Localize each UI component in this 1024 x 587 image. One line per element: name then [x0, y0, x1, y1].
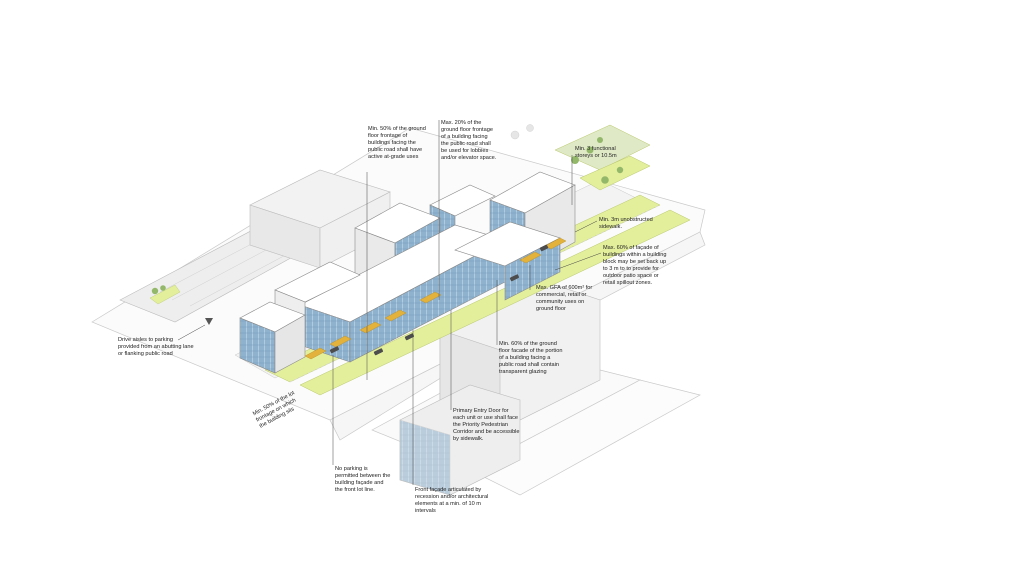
- annotation-setback: Max. 60% of façade of buildings within a…: [603, 245, 667, 286]
- leader-lines: [177, 120, 602, 485]
- annotation-gfa: Max. GFA of 600m² for commercial, retail…: [536, 285, 593, 312]
- annotation-no-parking: No parking is permitted between the buil…: [335, 466, 391, 493]
- annotation-lobbies: Max. 20% of the ground floor frontage of…: [441, 120, 497, 161]
- annotation-entry: Primary Entry Door for each unit or use …: [453, 408, 520, 442]
- ground-floor-awnings: [304, 237, 567, 360]
- annotation-sidewalk: Min. 3m unobstructed sidewalk.: [599, 217, 653, 230]
- annotation-articulation: Front façade articulated by recession an…: [415, 487, 489, 514]
- drive-aisle-arrow: [205, 318, 213, 325]
- annotation-active-at-grade: Min. 50% of the ground floor frontage of…: [368, 126, 426, 160]
- annotation-drive-aisles: Drive aisles to parking provided from an…: [118, 337, 194, 357]
- park-area: [510, 124, 651, 191]
- main-building-block: [239, 171, 576, 374]
- annotation-glazing: Min. 60% of the ground floor facade of t…: [499, 341, 563, 375]
- annotation-storeys: Min. 3 functional storeys or 10.5m: [575, 146, 617, 159]
- cars: [329, 244, 549, 356]
